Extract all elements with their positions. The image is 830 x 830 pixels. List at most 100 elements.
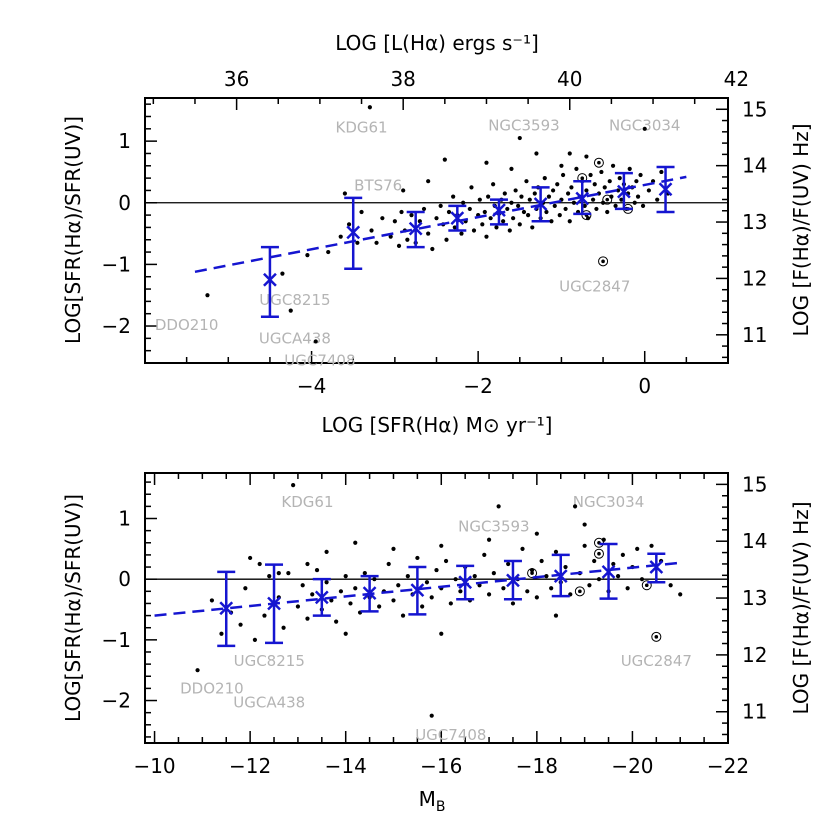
bottom-data-point bbox=[429, 595, 434, 600]
top-data-point bbox=[605, 209, 610, 215]
top-data-point bbox=[459, 231, 464, 236]
bottom-data-point bbox=[553, 549, 559, 554]
bottom-bin-marker bbox=[219, 601, 234, 616]
bottom-data-point bbox=[353, 540, 358, 545]
bottom-data-point bbox=[439, 631, 444, 636]
top-data-point bbox=[461, 200, 466, 205]
top-data-point bbox=[565, 191, 571, 196]
bottom-data-point bbox=[338, 589, 344, 594]
bottom-circled-point-ring bbox=[651, 631, 662, 642]
top-top-tick-label: 40 bbox=[557, 67, 582, 91]
bottom-y-tick-label: −1 bbox=[102, 628, 131, 652]
bottom-data-point bbox=[300, 583, 305, 588]
bottom-data-point bbox=[238, 622, 243, 627]
bottom-data-point bbox=[252, 637, 258, 642]
top-y-tick-label: −2 bbox=[102, 314, 131, 338]
bottom-data-point bbox=[209, 598, 215, 603]
top-data-point bbox=[655, 197, 660, 202]
bottom-right-axis-label: LOG [F(Hα)/F(UV) Hz] bbox=[789, 501, 813, 714]
bottom-circled-point-ring bbox=[574, 586, 585, 597]
top-data-point bbox=[559, 163, 564, 168]
top-data-point bbox=[426, 179, 431, 184]
top-data-point bbox=[488, 216, 493, 221]
top-bin-marker bbox=[408, 221, 423, 236]
top-data-point bbox=[574, 166, 579, 171]
top-data-point bbox=[551, 188, 556, 193]
top-galaxy-label: NGC3034 bbox=[609, 117, 681, 135]
top-data-point bbox=[392, 219, 397, 224]
bottom-bin-marker bbox=[267, 596, 281, 611]
bottom-data-point bbox=[262, 613, 267, 618]
bottom-data-point bbox=[458, 589, 463, 594]
bottom-data-point bbox=[424, 580, 430, 585]
bottom-data-point bbox=[281, 625, 286, 630]
top-data-point bbox=[409, 212, 414, 218]
bottom-x-axis-label-sub: B bbox=[436, 799, 446, 815]
top-circled-point-ring bbox=[593, 157, 604, 168]
bottom-x-tick-label: −12 bbox=[229, 754, 271, 778]
bottom-circled-point bbox=[644, 583, 649, 588]
top-data-point bbox=[560, 172, 566, 178]
top-galaxy-label: BTS76 bbox=[354, 177, 402, 195]
top-galaxy-label: UGC2847 bbox=[559, 278, 630, 296]
bottom-data-point bbox=[276, 571, 281, 576]
top-circled-point bbox=[580, 176, 585, 180]
bottom-data-point bbox=[506, 561, 511, 567]
top-data-point bbox=[542, 176, 547, 181]
top-circled-point bbox=[605, 197, 610, 202]
top-data-point bbox=[280, 271, 285, 276]
bottom-data-point bbox=[453, 577, 458, 582]
top-data-point bbox=[582, 203, 587, 208]
top-data-point bbox=[607, 179, 612, 184]
bottom-data-point bbox=[635, 546, 640, 551]
top-data-point bbox=[438, 203, 443, 208]
bottom-right-tick-label: 14 bbox=[742, 529, 767, 553]
top-plot-frame bbox=[144, 97, 729, 364]
top-data-point bbox=[426, 231, 431, 236]
top-fit-line bbox=[194, 175, 687, 274]
bottom-data-point bbox=[377, 604, 382, 609]
bottom-data-point bbox=[267, 574, 272, 579]
bottom-data-point bbox=[286, 571, 291, 576]
top-data-point bbox=[638, 172, 643, 178]
top-bin-marker bbox=[533, 197, 548, 211]
top-data-point bbox=[305, 253, 310, 258]
top-data-point bbox=[338, 234, 343, 239]
top-data-point bbox=[513, 188, 518, 193]
top-data-point bbox=[613, 203, 618, 208]
bottom-data-point bbox=[582, 543, 587, 548]
top-data-point bbox=[399, 209, 404, 215]
bottom-circled-point bbox=[530, 571, 534, 575]
bottom-circled-point bbox=[578, 589, 582, 594]
top-y-tick-label: 1 bbox=[118, 129, 131, 153]
top-data-point bbox=[599, 169, 604, 175]
top-data-point bbox=[442, 157, 447, 162]
top-data-point bbox=[609, 194, 614, 199]
top-data-point bbox=[552, 203, 557, 208]
top-data-point bbox=[505, 206, 510, 212]
top-data-point bbox=[434, 216, 439, 221]
bottom-x-tick-label: −16 bbox=[420, 754, 462, 778]
top-data-point bbox=[380, 216, 385, 221]
bottom-data-point bbox=[372, 577, 377, 582]
bottom-circled-point-ring bbox=[641, 580, 652, 591]
top-data-point bbox=[524, 179, 529, 184]
top-top-tick-label: 36 bbox=[224, 67, 249, 91]
top-data-point bbox=[467, 206, 472, 212]
bottom-data-point bbox=[391, 598, 396, 603]
bottom-bin-marker bbox=[458, 575, 473, 590]
top-data-point bbox=[517, 135, 522, 141]
bottom-circled-point-ring bbox=[527, 568, 538, 579]
top-data-point bbox=[396, 243, 402, 249]
top-galaxy-label: DDO210 bbox=[155, 316, 219, 334]
bottom-circled-point bbox=[654, 635, 659, 639]
top-data-point bbox=[642, 126, 647, 131]
top-data-point bbox=[544, 209, 549, 215]
bottom-panel: −10−12−14−16−18−20−22−2−1011112131415KDG… bbox=[61, 472, 813, 815]
bottom-data-point bbox=[486, 592, 492, 597]
bottom-data-point bbox=[625, 586, 630, 591]
bottom-data-point bbox=[472, 574, 477, 579]
bottom-galaxy-label: NGC3034 bbox=[573, 493, 645, 511]
top-data-point bbox=[430, 246, 435, 252]
